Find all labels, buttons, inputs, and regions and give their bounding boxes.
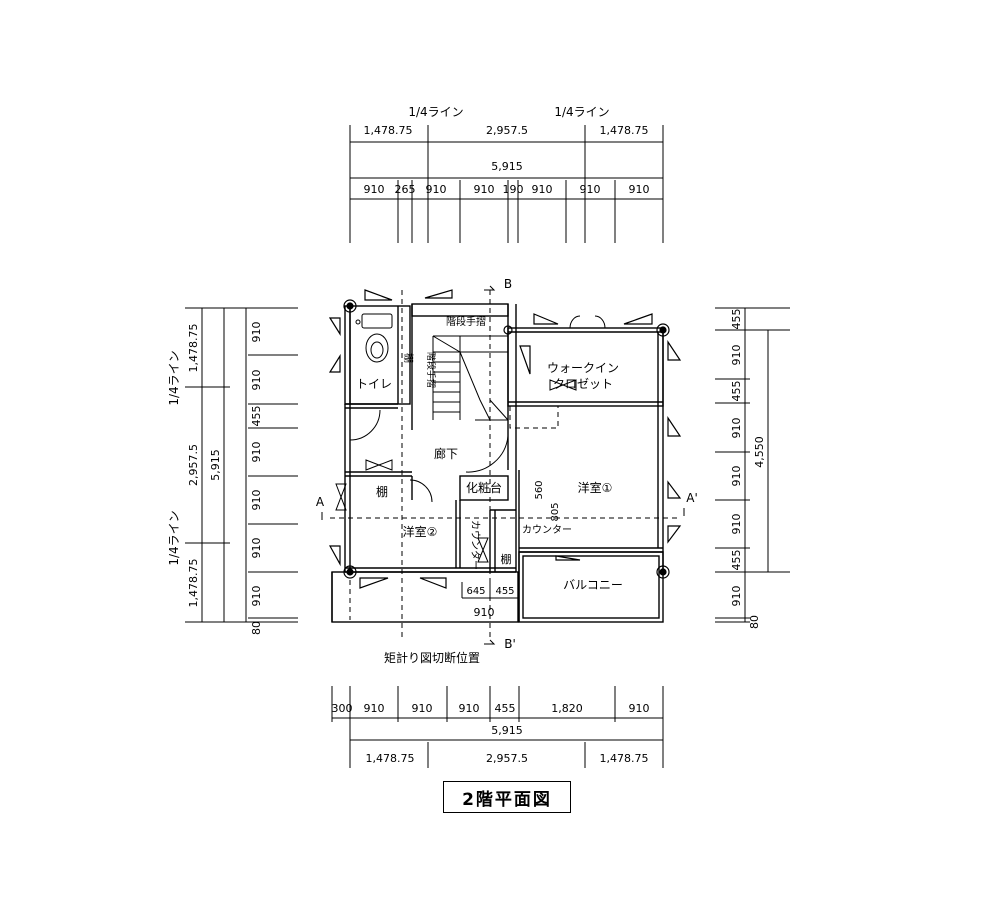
left-dim-inner-8: 80: [250, 621, 263, 635]
left-dim-outer-2: 2,957.5: [187, 444, 200, 486]
inner-dim-560: 560: [534, 480, 545, 499]
section-lines: [330, 290, 680, 640]
right-dim-inner-3: 455: [730, 381, 743, 402]
toilet-fixture: [355, 313, 393, 363]
counter-marks: [461, 582, 520, 623]
quarter-line-label-top-right: 1/4ライン: [554, 105, 609, 119]
right-dim-inner-8: 910: [730, 586, 743, 607]
label-shelf-small: 棚: [501, 552, 512, 566]
section-arrows: [321, 285, 685, 645]
left-dim-inner-5: 910: [250, 490, 263, 511]
top-dim-c3: 910: [426, 183, 447, 196]
quarter-line-label-top-left: 1/4ライン: [408, 105, 463, 119]
left-dim-inner-7: 910: [250, 586, 263, 607]
bottom-dim-a1: 300: [332, 702, 353, 715]
room-balcony: バルコニー: [563, 578, 623, 592]
right-dim-inner-5: 910: [730, 466, 743, 487]
top-dim-c6: 910: [532, 183, 553, 196]
room-hall: 廊下: [434, 446, 458, 461]
right-dim-inner-9: 80: [748, 615, 761, 629]
left-dimension-lines: [185, 307, 298, 623]
bottom-dim-a3: 910: [412, 702, 433, 715]
stair-treads: [432, 335, 509, 421]
label-shelf-side: 棚: [402, 353, 415, 363]
left-dim-outer-1: 1,478.75: [187, 324, 200, 373]
top-dim-c5: 190: [503, 183, 524, 196]
drawing-title: 2階平面図: [443, 781, 571, 813]
right-dim-inner-1: 455: [730, 309, 743, 330]
top-dim-c2: 265: [395, 183, 416, 196]
left-dim-inner-4: 910: [250, 442, 263, 463]
right-dim-inner-6: 910: [730, 514, 743, 535]
right-dim-inner-7: 455: [730, 550, 743, 571]
inner-dim-645: 645: [466, 586, 485, 597]
top-dim-c8: 910: [629, 183, 650, 196]
room-western-2: 洋室②: [403, 524, 438, 539]
label-counter-right: カウンター: [522, 524, 572, 536]
right-dim-inner-2: 910: [730, 345, 743, 366]
top-dimension-lines: [349, 125, 664, 243]
top-dim-c4: 910: [474, 183, 495, 196]
quarter-line-label-left-lower: 1/4ライン: [167, 510, 181, 565]
left-dim-total: 5,915: [209, 449, 222, 481]
room-western-1: 洋室①: [578, 480, 613, 495]
top-dim-total: 5,915: [491, 160, 523, 173]
room-walkin-closet-line2: クロゼット: [553, 377, 613, 391]
right-dim-inner-4: 910: [730, 418, 743, 439]
columns: [343, 299, 670, 579]
bottom-dim-c2: 2,957.5: [486, 752, 528, 765]
right-dimension-lines: [715, 307, 790, 623]
top-dim-c7: 910: [580, 183, 601, 196]
walls: [331, 303, 664, 623]
section-mark-a-prime: A': [686, 491, 698, 505]
inner-dim-910: 910: [474, 606, 495, 619]
top-dim-a3: 1,478.75: [600, 124, 649, 137]
top-dim-c1: 910: [364, 183, 385, 196]
label-shelf-left: 棚: [376, 484, 388, 499]
quarter-line-label-left-upper: 1/4ライン: [167, 350, 181, 405]
label-vanity: 化粧台: [466, 480, 502, 495]
bottom-dim-c1: 1,478.75: [366, 752, 415, 765]
bottom-dim-a5: 455: [495, 702, 516, 715]
label-stair-rail-side: 階段手摺: [425, 352, 437, 388]
door-swings: [349, 315, 606, 503]
bottom-dim-c3: 1,478.75: [600, 752, 649, 765]
left-dim-inner-3: 455: [250, 406, 263, 427]
bottom-dimension-lines: [331, 686, 664, 768]
top-dim-a2: 2,957.5: [486, 124, 528, 137]
label-counter-left: カウンター: [469, 520, 481, 570]
section-mark-b-prime: B': [504, 637, 516, 651]
left-dim-inner-1: 910: [250, 322, 263, 343]
right-dim-total: 4,550: [753, 436, 766, 468]
top-dim-a1: 1,478.75: [364, 124, 413, 137]
inner-dim-455: 455: [495, 586, 514, 597]
bottom-dim-a7: 910: [629, 702, 650, 715]
left-dim-inner-6: 910: [250, 538, 263, 559]
bottom-dim-total: 5,915: [491, 724, 523, 737]
room-walkin-closet-line1: ウォークイン: [547, 361, 619, 375]
inner-dim-805: 805: [550, 502, 561, 521]
room-toilet: トイレ: [356, 377, 392, 391]
left-dim-outer-3: 1,478.75: [187, 559, 200, 608]
bottom-dim-a4: 910: [459, 702, 480, 715]
section-mark-a: A: [316, 495, 325, 509]
section-caption: 矩計り図切断位置: [384, 650, 480, 665]
left-dim-inner-2: 910: [250, 370, 263, 391]
bottom-dim-a2: 910: [364, 702, 385, 715]
label-stair-rail-top: 階段手摺: [446, 315, 486, 328]
bottom-dim-a6: 1,820: [551, 702, 583, 715]
window-markers: [328, 289, 682, 589]
section-mark-b: B: [504, 277, 512, 291]
shelf-markers: [335, 379, 577, 563]
